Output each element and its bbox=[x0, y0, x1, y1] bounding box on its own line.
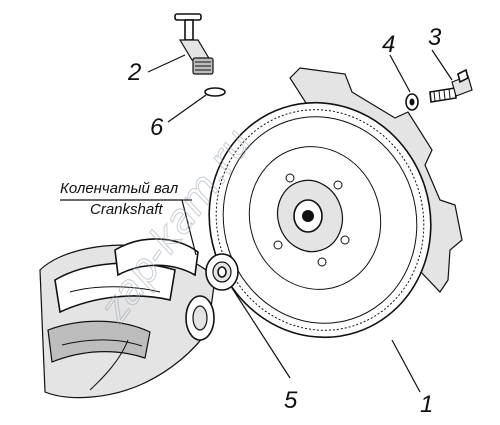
bolt-part-3 bbox=[429, 68, 473, 103]
bearing-part-5 bbox=[205, 253, 239, 291]
crankshaft-label-en: Crankshaft bbox=[90, 201, 163, 218]
callout-5: 5 bbox=[284, 387, 298, 414]
flywheel bbox=[208, 67, 463, 339]
crankshaft-label-ru: Коленчатый вал bbox=[60, 180, 179, 197]
crankshaft bbox=[39, 238, 216, 399]
callout-2: 2 bbox=[127, 59, 141, 86]
o-ring-part-6 bbox=[204, 87, 226, 97]
callout-1: 1 bbox=[420, 391, 433, 418]
fitting-part-2 bbox=[174, 13, 214, 75]
callout-4: 4 bbox=[382, 31, 395, 58]
washer-part-4 bbox=[405, 93, 419, 111]
callout-6: 6 bbox=[150, 114, 164, 141]
leader-lines bbox=[60, 49, 453, 393]
callout-3: 3 bbox=[428, 24, 442, 51]
